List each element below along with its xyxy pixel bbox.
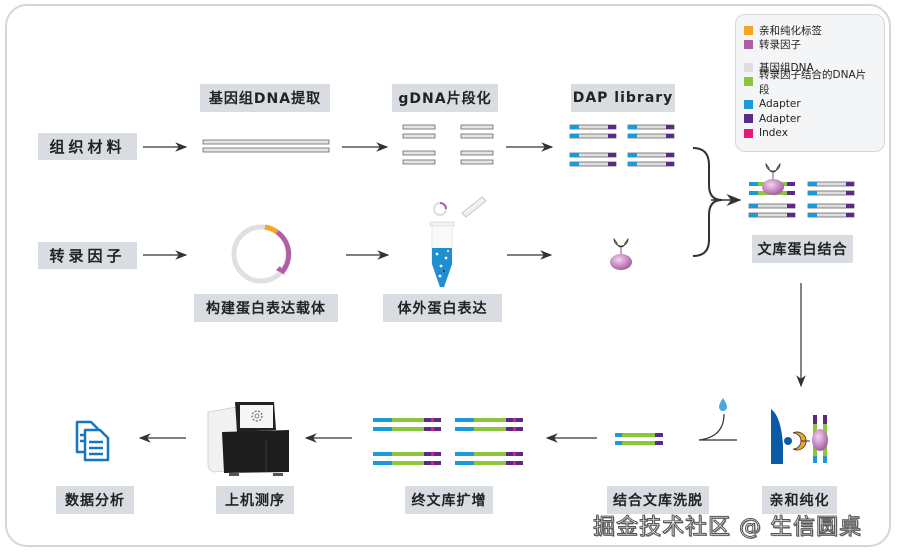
step-label-sequencing: 上机测序 [216,486,294,514]
genomic-dna-strands [202,139,330,153]
step-label-gdna-fragment: gDNA片段化 [392,84,498,112]
document-files-icon [75,420,110,462]
tf-protein-icon [609,238,633,271]
affinity-purification-icon [771,409,828,464]
input-label-tissue: 组织材料 [38,133,137,160]
step-label-library-binding: 文库蛋白结合 [752,235,853,263]
expression-tube-icon [429,196,487,288]
amplified-fragments [373,418,523,465]
legend-swatch [744,114,753,124]
binding-fragments [748,163,855,218]
step-label-data-analysis: 数据分析 [56,486,134,514]
step-label-dap-library: DAP library [571,84,675,112]
legend-swatch [744,99,753,109]
merge-brace [692,147,723,257]
legend-label: Index [759,127,788,140]
legend-label: 转录因子结合的DNA片段 [759,68,867,96]
legend-swatch [744,25,753,35]
legend-item-adapter-purple: Adapter [744,112,876,127]
step-label-final-amplify: 终文库扩增 [405,486,493,514]
legend-swatch [744,62,753,72]
dap-library-fragments [569,124,675,167]
plasmid-vector-icon [231,224,292,284]
legend-label: 转录因子 [759,39,801,52]
legend-item-adapter-blue: Adapter [744,97,876,112]
elution-drop-icon [698,398,737,441]
input-label-tf: 转录因子 [38,242,137,269]
legend-label: Adapter [759,98,801,111]
step-label-gdna-extract: 基因组DNA提取 [200,84,330,112]
legend-swatch [744,40,753,50]
legend-label: Adapter [759,112,801,125]
legend-item-gdna: 基因组DNA [744,60,876,75]
legend-item-bound-dna: 转录因子结合的DNA片段 [744,69,876,96]
step-label-build-vector: 构建蛋白表达载体 [194,294,338,322]
legend-label: 亲和纯化标签 [759,24,822,37]
legend-label: 基因组DNA [759,61,814,74]
gdna-fragments [402,124,494,165]
legend: 亲和纯化标签 转录因子 基因组DNA 转录因子结合的DNA片段 Adapter … [735,14,885,152]
legend-item-tf: 转录因子 [744,38,876,53]
step-label-in-vitro-expression: 体外蛋白表达 [383,294,502,322]
eluted-fragments [615,433,663,445]
step-label-affinity-purify: 亲和纯化 [762,486,837,514]
watermark: 掘金技术社区 @ 生信圆桌 [593,515,862,541]
legend-item-index: Index [744,126,876,141]
legend-item-tag: 亲和纯化标签 [744,23,876,38]
legend-swatch [744,128,753,138]
step-label-elute: 结合文库洗脱 [607,486,709,514]
sequencer-icon [207,402,289,476]
legend-swatch [744,77,753,87]
